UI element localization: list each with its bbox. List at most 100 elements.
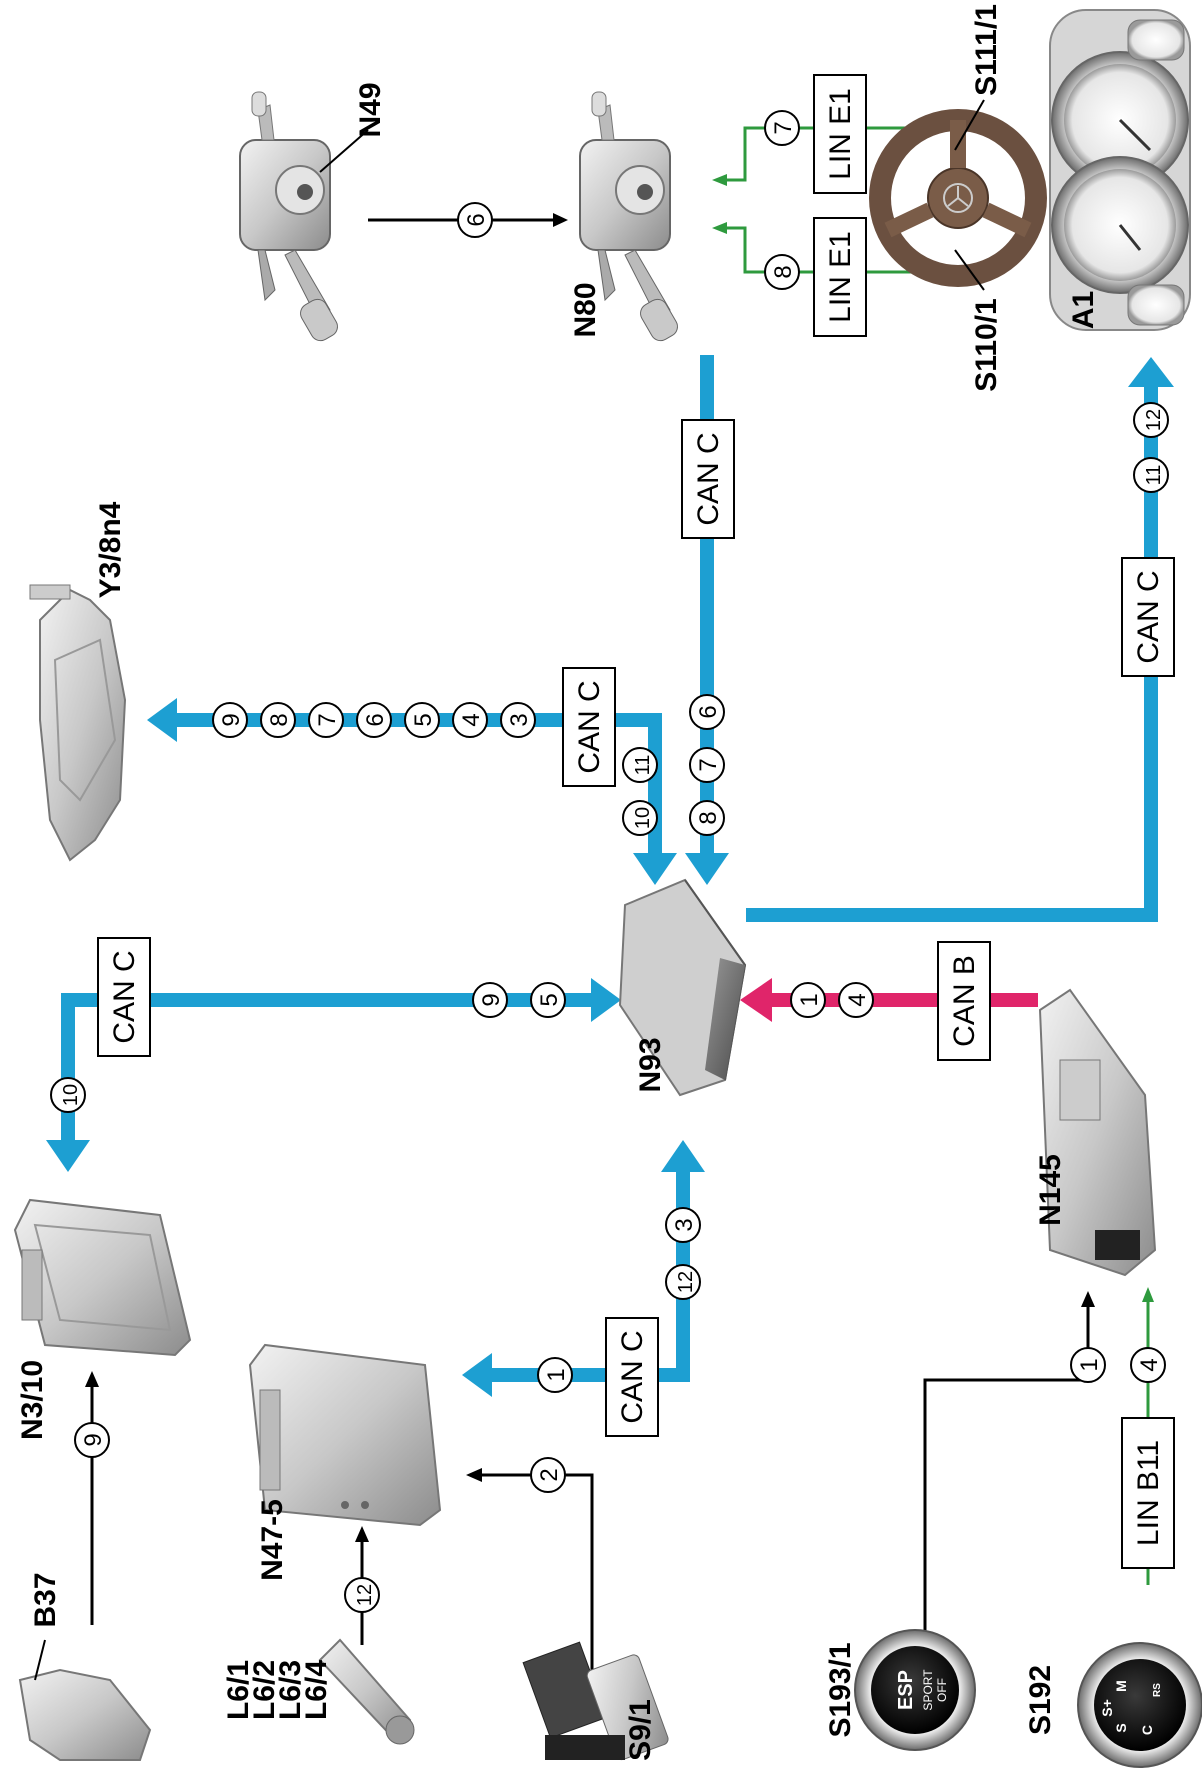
signal-marker-1: 1	[538, 1358, 572, 1392]
svg-text:11: 11	[1143, 465, 1165, 486]
signal-marker-3: 3	[501, 703, 535, 737]
svg-text:S+: S+	[1099, 1699, 1115, 1717]
svg-text:9: 9	[478, 993, 505, 1006]
bus-label-lin-e1-lower: LIN E1	[814, 218, 866, 336]
svg-text:S111/1: S111/1	[970, 4, 1003, 96]
signal-marker-10: 10	[623, 801, 657, 835]
svg-text:6: 6	[463, 213, 490, 226]
arrow-to-n93-left	[633, 853, 677, 885]
signal-marker-9: 9	[213, 703, 247, 737]
svg-text:4: 4	[1136, 1358, 1163, 1371]
n3-10-label: N3/10	[16, 1360, 49, 1440]
y3-8n4-valve-body	[30, 585, 125, 860]
n47-5-esp-control-unit	[250, 1345, 440, 1525]
signal-marker-8: 8	[261, 703, 295, 737]
signal-marker-7: 7	[765, 111, 799, 145]
s192-drive-program-switch: S S+ M C RS	[1078, 1643, 1202, 1767]
lin-e1-arrowheads	[712, 174, 727, 234]
n80-label: N80	[569, 282, 602, 337]
svg-text:8: 8	[266, 713, 293, 726]
s192-label: S192	[1024, 1665, 1057, 1735]
signal-marker-12: 12	[666, 1265, 700, 1299]
n145-label: N145	[1034, 1154, 1067, 1226]
svg-text:5: 5	[536, 993, 563, 1006]
svg-text:1: 1	[1076, 1358, 1103, 1371]
arrow-to-n3	[46, 1140, 90, 1172]
s9-1-label: S9/1	[624, 1699, 657, 1761]
signal-marker-2: 2	[531, 1458, 565, 1492]
arrow-to-n47	[462, 1353, 492, 1397]
signal-marker-7: 7	[309, 703, 343, 737]
svg-text:8: 8	[695, 811, 722, 824]
svg-text:7: 7	[770, 121, 797, 134]
signal-marker-1: 1	[1071, 1348, 1105, 1382]
svg-text:3: 3	[671, 1218, 698, 1231]
signal-marker-10: 10	[51, 1078, 85, 1112]
svg-text:12: 12	[1143, 409, 1165, 431]
svg-text:N49: N49	[354, 82, 387, 137]
bus-label-can-c-y3: CAN C	[563, 668, 615, 786]
svg-text:CAN C: CAN C	[108, 950, 141, 1043]
signal-marker-9: 9	[473, 983, 507, 1017]
n145-transmission-control-unit	[1040, 990, 1155, 1275]
svg-text:12: 12	[354, 1584, 376, 1606]
svg-text:1: 1	[796, 993, 823, 1006]
signal-marker-6: 6	[458, 203, 492, 237]
svg-text:LIN E1: LIN E1	[824, 231, 857, 323]
can-c-network	[68, 355, 1151, 1375]
svg-text:5: 5	[410, 713, 437, 726]
svg-text:3: 3	[506, 713, 533, 726]
arrow-to-n93-right	[685, 853, 729, 885]
signal-marker-7: 7	[690, 748, 724, 782]
bus-label-can-c-n3: CAN C	[98, 938, 150, 1056]
n93-label: N93	[634, 1037, 667, 1092]
l6-wheel-speed-sensor	[320, 1640, 414, 1744]
a1-instrument-cluster	[1050, 10, 1190, 330]
wire-arrowheads	[85, 213, 1095, 1542]
svg-text:CAN C: CAN C	[692, 432, 725, 525]
bus-label-can-c-a1: CAN C	[1122, 558, 1174, 676]
svg-text:S: S	[1113, 1723, 1129, 1732]
signal-marker-1: 1	[791, 983, 825, 1017]
svg-text:4: 4	[458, 713, 485, 726]
a1-label: A1	[1067, 291, 1100, 329]
svg-text:10: 10	[60, 1084, 82, 1106]
l6-label: L6/1 L6/2 L6/3 L6/4	[222, 1660, 333, 1720]
svg-text:2: 2	[536, 1468, 563, 1481]
signal-marker-5: 5	[405, 703, 439, 737]
svg-text:RS: RS	[1152, 1683, 1163, 1697]
svg-text:SPORT: SPORT	[921, 1669, 935, 1711]
signal-marker-12: 12	[345, 1578, 379, 1612]
signal-marker-8: 8	[765, 255, 799, 289]
n49-steering-column-module	[240, 92, 341, 344]
s193-1-esp-button: ESP SPORT OFF	[855, 1630, 975, 1750]
svg-text:LIN B11: LIN B11	[1132, 1440, 1165, 1546]
bus-label-can-c-n47: CAN C	[606, 1318, 658, 1436]
svg-text:L6/4: L6/4	[300, 1660, 333, 1720]
svg-text:9: 9	[218, 713, 245, 726]
arrow-up-to-n93	[661, 1140, 705, 1172]
svg-text:CAN C: CAN C	[1132, 570, 1165, 663]
arrow-to-y3	[147, 698, 177, 742]
b37-pedal-value-sensor	[20, 1670, 150, 1760]
svg-text:7: 7	[314, 713, 341, 726]
svg-text:B37: B37	[29, 1572, 62, 1627]
signal-marker-11: 11	[1134, 458, 1168, 492]
svg-text:10: 10	[632, 807, 654, 829]
bus-label-lin-e1-upper: LIN E1	[814, 75, 866, 193]
svg-text:LIN E1: LIN E1	[824, 88, 857, 180]
svg-text:1: 1	[543, 1368, 570, 1381]
svg-text:9: 9	[80, 1433, 107, 1446]
signal-marker-11: 11	[623, 748, 657, 782]
n3-10-engine-control-unit	[15, 1200, 190, 1355]
arrow-to-n93-top	[591, 978, 621, 1022]
svg-text:C: C	[1139, 1725, 1155, 1735]
can-c-arrowheads	[46, 357, 1174, 1397]
signal-marker-4: 4	[839, 983, 873, 1017]
n47-5-label: N47-5	[256, 1499, 289, 1581]
s193-1-label: S193/1	[824, 1642, 857, 1737]
svg-text:ESP: ESP	[895, 1670, 917, 1710]
signal-marker-12: 12	[1134, 403, 1168, 437]
svg-text:12: 12	[675, 1271, 697, 1293]
